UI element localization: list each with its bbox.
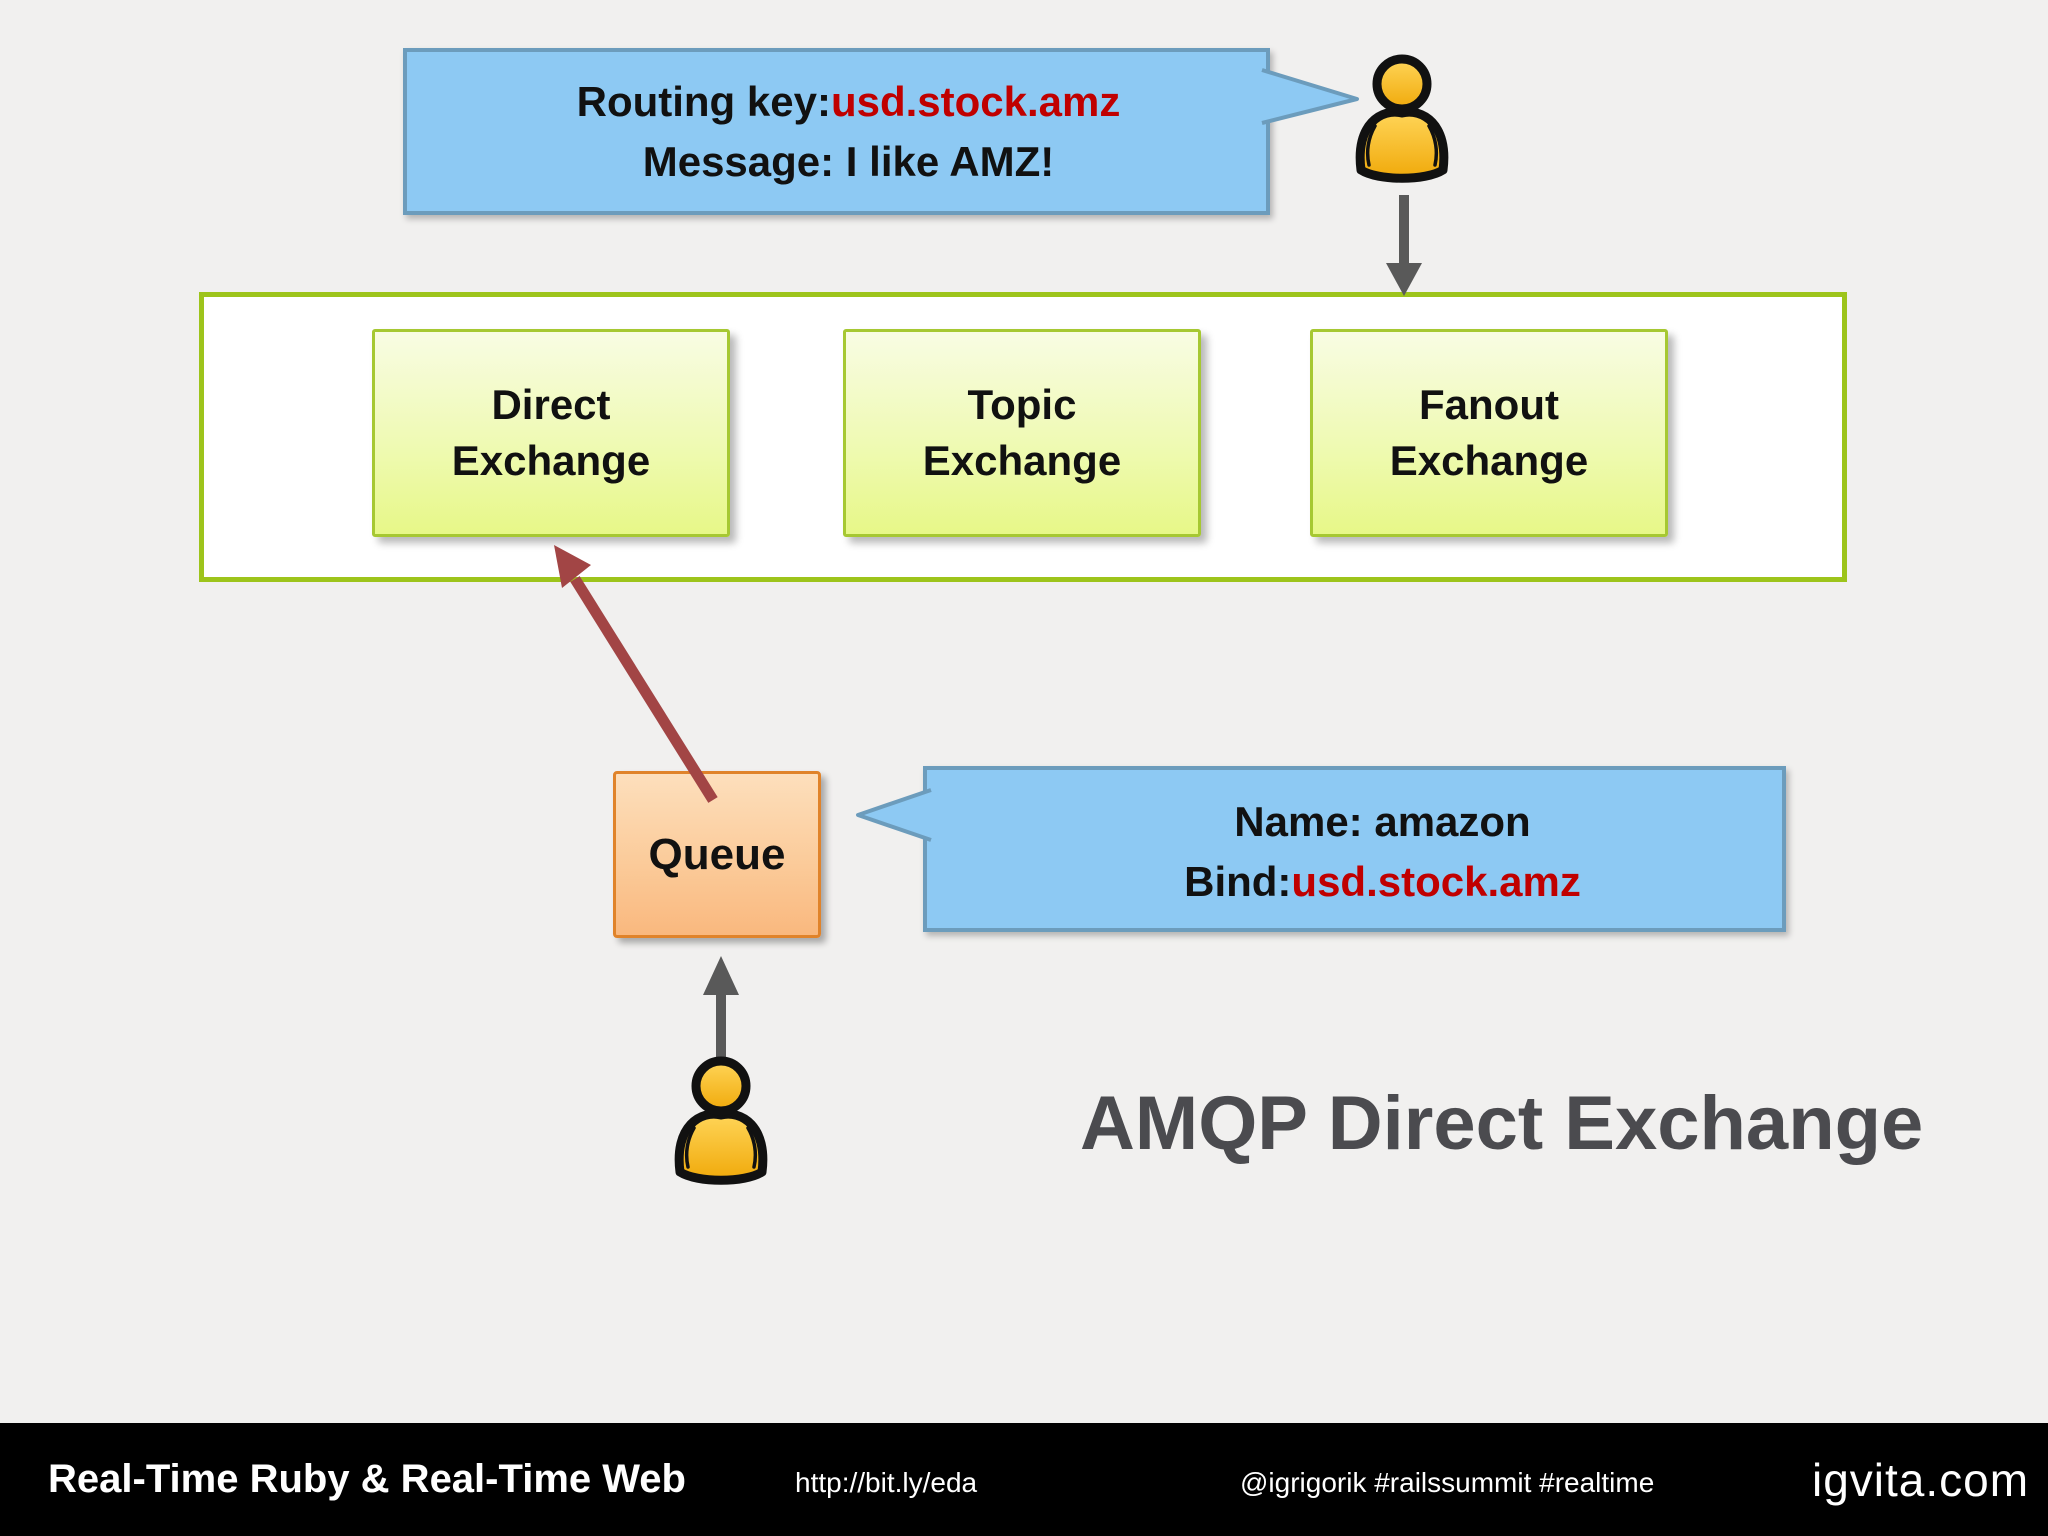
binding-callout: Name: amazon Bind:usd.stock.amz bbox=[923, 766, 1786, 932]
consumer-person-icon bbox=[674, 1056, 768, 1185]
arrow-down-icon bbox=[1386, 195, 1422, 296]
direct-exchange-box: Direct Exchange bbox=[372, 329, 730, 537]
fanout-exchange-label-line2: Exchange bbox=[1389, 437, 1589, 484]
direct-exchange-label-line1: Direct bbox=[491, 381, 611, 428]
footer-hashtags: @igrigorik #railssummit #realtime bbox=[1240, 1467, 1655, 1498]
routing-key-value: usd.stock.amz bbox=[830, 77, 1121, 125]
publisher-person-icon bbox=[1355, 54, 1449, 183]
bind-label: Bind: bbox=[1184, 858, 1292, 905]
publisher-callout: Routing key:usd.stock.amz Message: I lik… bbox=[403, 48, 1270, 215]
direct-exchange-label-line2: Exchange bbox=[451, 437, 651, 484]
footer-bar: Real-Time Ruby & Real-Time Web http://bi… bbox=[0, 1423, 2048, 1536]
publisher-callout-line1: Routing key:usd.stock.amz bbox=[577, 72, 1121, 132]
binding-callout-line1: Name: amazon bbox=[1234, 798, 1531, 845]
binding-callout-line2: Bind:usd.stock.amz bbox=[1184, 852, 1581, 912]
slide-title: AMQP Direct Exchange bbox=[1080, 1081, 1924, 1166]
queue-label: Queue bbox=[648, 829, 786, 879]
topic-exchange-label-line1: Topic bbox=[967, 381, 1077, 428]
bind-value: usd.stock.amz bbox=[1291, 858, 1581, 905]
footer-brand: igvita.com bbox=[1812, 1454, 2030, 1506]
arrow-up-icon bbox=[703, 956, 739, 1058]
routing-key-label: Routing key: bbox=[576, 77, 831, 125]
topic-exchange-label-line2: Exchange bbox=[922, 437, 1122, 484]
queue-box: Queue bbox=[613, 771, 821, 938]
publisher-callout-tail bbox=[1261, 68, 1359, 125]
topic-exchange-box: Topic Exchange bbox=[843, 329, 1201, 537]
binding-callout-tail bbox=[856, 788, 932, 842]
footer-url: http://bit.ly/eda bbox=[795, 1467, 978, 1498]
publisher-callout-line2: Message: I like AMZ! bbox=[642, 137, 1055, 185]
footer-title: Real-Time Ruby & Real-Time Web bbox=[48, 1457, 686, 1501]
fanout-exchange-label-line1: Fanout bbox=[1419, 381, 1559, 428]
fanout-exchange-box: Fanout Exchange bbox=[1310, 329, 1668, 537]
diagonal-arrow-icon bbox=[554, 545, 718, 803]
